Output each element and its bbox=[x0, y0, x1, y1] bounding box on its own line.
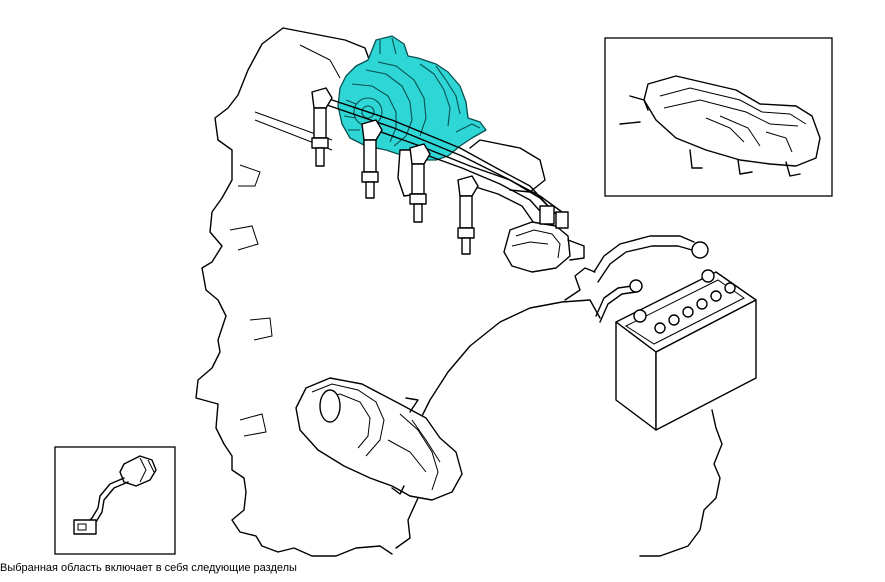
battery bbox=[615, 269, 757, 431]
ignition-coil bbox=[503, 205, 585, 273]
generator[interactable] bbox=[337, 35, 487, 161]
spark-plug-1 bbox=[311, 87, 333, 167]
spark-plug-3 bbox=[409, 143, 431, 223]
sensor-inset bbox=[54, 446, 176, 555]
spark-plug-4 bbox=[457, 175, 479, 255]
engine-cover-inset bbox=[604, 37, 833, 197]
battery-cables bbox=[593, 235, 709, 323]
selection-caption: Выбранная область включает в себя следую… bbox=[0, 562, 297, 574]
ignition-wires bbox=[319, 95, 563, 227]
engine-block-outline bbox=[195, 27, 723, 557]
spark-plug-2 bbox=[361, 119, 383, 199]
starter bbox=[295, 377, 463, 501]
